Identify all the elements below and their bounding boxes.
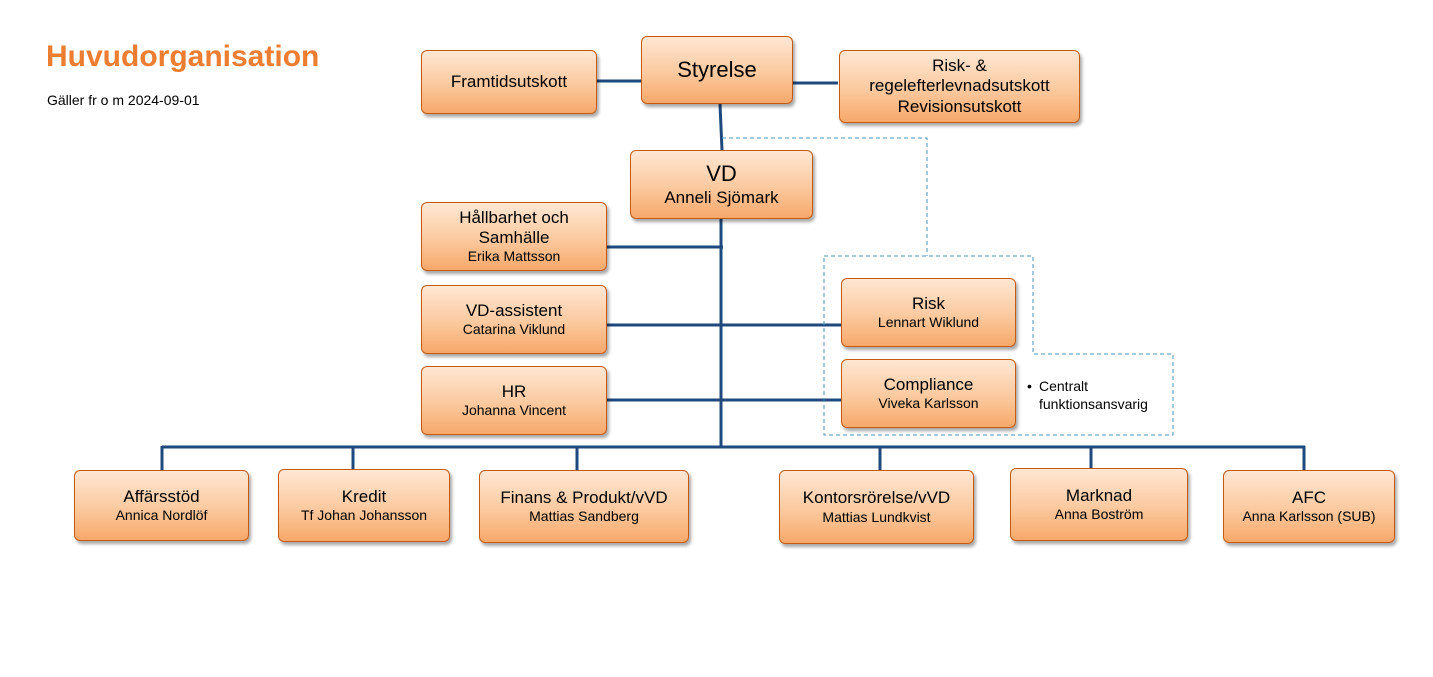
hr-title: HR: [501, 381, 527, 401]
hallbarhet-title-line2: Samhälle: [478, 228, 550, 248]
hallbarhet-title-line1: Hållbarhet och: [459, 207, 569, 227]
central-function-note: • Centralt funktionsansvarig: [1027, 378, 1148, 413]
vd-box: VD Anneli Sjömark: [630, 150, 813, 219]
department-marknad: Marknad Anna Boström: [1010, 468, 1188, 541]
department-title: Finans & Produkt/vVD: [500, 487, 668, 507]
vd-assistent-name: Catarina Viklund: [462, 321, 566, 338]
note-line2: funktionsansvarig: [1039, 395, 1148, 412]
department-title: AFC: [1292, 487, 1326, 507]
department-head: Mattias Lundkvist: [822, 508, 931, 525]
department-affarsstod: Affärsstöd Annica Nordlöf: [74, 470, 249, 541]
risk-box: Risk Lennart Wiklund: [841, 278, 1016, 347]
vd-name: Anneli Sjömark: [664, 187, 779, 207]
department-title: Kredit: [341, 486, 387, 506]
department-kredit: Kredit Tf Johan Johansson: [278, 469, 450, 542]
risk-committee-box: Risk- & regelefterlevnadsutskott Revisio…: [839, 50, 1080, 123]
risk-title: Risk: [911, 293, 946, 313]
department-kontorsrorelse: Kontorsrörelse/vVD Mattias Lundkvist: [779, 470, 974, 544]
connector-board-vd: [718, 103, 724, 151]
department-head: Mattias Sandberg: [529, 508, 639, 525]
dashed-reporting-line: [722, 137, 928, 256]
hr-name: Johanna Vincent: [461, 402, 567, 419]
framtidsutskott-box: Framtidsutskott: [421, 50, 597, 114]
risk-committee-line3: Revisionsutskott: [897, 96, 1022, 116]
styrelse-box: Styrelse: [641, 36, 793, 104]
note-line1: Centralt: [1039, 378, 1089, 394]
page-title: Huvudorganisation: [46, 40, 320, 73]
compliance-title: Compliance: [883, 374, 974, 394]
compliance-name: Viveka Karlsson: [878, 395, 979, 412]
framtidsutskott-label: Framtidsutskott: [450, 71, 568, 91]
department-afc: AFC Anna Karlsson (SUB): [1223, 470, 1395, 543]
hr-box: HR Johanna Vincent: [421, 366, 607, 435]
compliance-box: Compliance Viveka Karlsson: [841, 359, 1016, 428]
vd-assistent-box: VD-assistent Catarina Viklund: [421, 285, 607, 354]
risk-name: Lennart Wiklund: [877, 314, 980, 331]
hallbarhet-name: Erika Mattsson: [467, 248, 561, 265]
department-head: Annica Nordlöf: [115, 507, 208, 524]
department-head: Tf Johan Johansson: [300, 507, 428, 524]
department-finans-produkt: Finans & Produkt/vVD Mattias Sandberg: [479, 470, 689, 543]
risk-committee-line1: Risk- &: [932, 55, 987, 75]
department-title: Kontorsrörelse/vVD: [802, 488, 951, 508]
department-head: Anna Boström: [1054, 506, 1144, 523]
department-title: Marknad: [1065, 485, 1133, 505]
effective-date: Gäller fr o m 2024-09-01: [47, 92, 200, 108]
risk-committee-line2: regelefterlevnadsutskott: [869, 76, 1050, 96]
department-title: Affärsstöd: [123, 486, 200, 506]
styrelse-label: Styrelse: [677, 56, 757, 82]
note-bullet: •: [1027, 378, 1032, 394]
hallbarhet-box: Hållbarhet och Samhälle Erika Mattsson: [421, 202, 607, 271]
vd-title: VD: [706, 161, 737, 187]
department-head: Anna Karlsson (SUB): [1242, 508, 1376, 525]
vd-assistent-title: VD-assistent: [465, 300, 563, 320]
dashed-control-area: [823, 255, 1174, 436]
